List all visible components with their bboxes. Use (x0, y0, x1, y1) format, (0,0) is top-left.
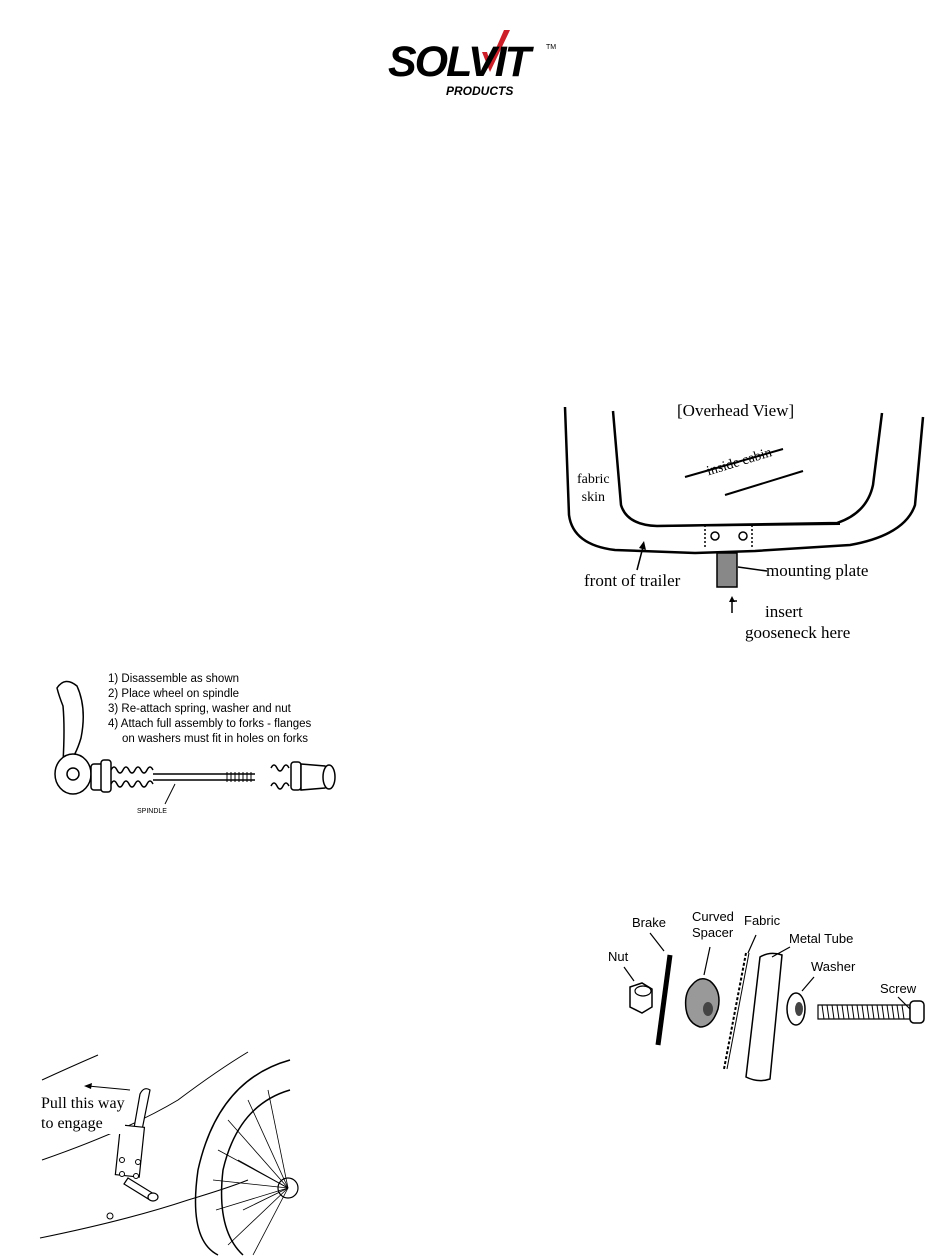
overhead-view-diagram: [Overhead View] fabric skin inside cabin… (555, 395, 935, 655)
washer-label: Washer (811, 959, 856, 974)
trailer-outline (563, 406, 925, 613)
brake-assembly-figure: Brake Curved Spacer Fabric Metal Tube Nu… (600, 905, 940, 1082)
overhead-view-title: [Overhead View] (677, 401, 795, 420)
curved-spacer-label: Curved Spacer (692, 909, 734, 941)
brake-exploded-view (623, 932, 925, 1082)
wheel-steps: 1) Disassemble as shown 2) Place wheel o… (108, 672, 311, 747)
insert-gooseneck-label: insert gooseneck here (745, 601, 877, 643)
hitch-illustration (39, 1051, 299, 1256)
front-of-trailer-label: front of trailer (584, 571, 681, 590)
logo-checkmark-icon (482, 30, 510, 72)
spindle-label: SPINDLE (137, 808, 167, 815)
logo-trademark: TM (546, 44, 557, 51)
brake-label: Brake (632, 915, 666, 930)
fabric-skin-line2: skin (581, 490, 605, 505)
brand-logo: SOLVIT TM PRODUCTS (386, 28, 566, 100)
screw-label: Screw (880, 981, 917, 996)
logo-wordmark: SOLVIT (388, 38, 531, 86)
wheel-step-3: 3) Re-attach spring, washer and nut (108, 703, 291, 715)
spindle-illustration (54, 680, 336, 805)
hitch-engage-figure: Pull this way to engage (38, 1050, 299, 1256)
fabric-label: Fabric (744, 913, 781, 928)
wheel-step-4-cont: on washers must fit in holes on forks (122, 733, 308, 745)
curved-spacer-line1: Curved (692, 909, 734, 924)
wheel-assembly-figure: 1) Disassemble as shown 2) Place wheel o… (45, 668, 345, 828)
nut-label: Nut (608, 949, 629, 964)
pull-line2: to engage (41, 1115, 103, 1132)
logo-subtitle: PRODUCTS (446, 84, 514, 98)
mounting-plate-label: mounting plate (766, 561, 869, 580)
wheel-step-4: 4) Attach full assembly to forks - flang… (108, 718, 312, 730)
wheel-step-1: 1) Disassemble as shown (108, 673, 240, 685)
pull-to-engage-label: Pull this way to engage (41, 1094, 125, 1134)
pull-line1: Pull this way (41, 1095, 125, 1112)
insert-line1: insert (765, 602, 803, 621)
metal-tube-label: Metal Tube (789, 931, 854, 946)
fabric-skin-line1: fabric (577, 472, 610, 487)
curved-spacer-line2: Spacer (692, 925, 734, 940)
fabric-skin-label: fabric skin (577, 471, 610, 507)
wheel-step-2: 2) Place wheel on spindle (108, 688, 240, 700)
insert-line2: gooseneck here (745, 623, 851, 642)
